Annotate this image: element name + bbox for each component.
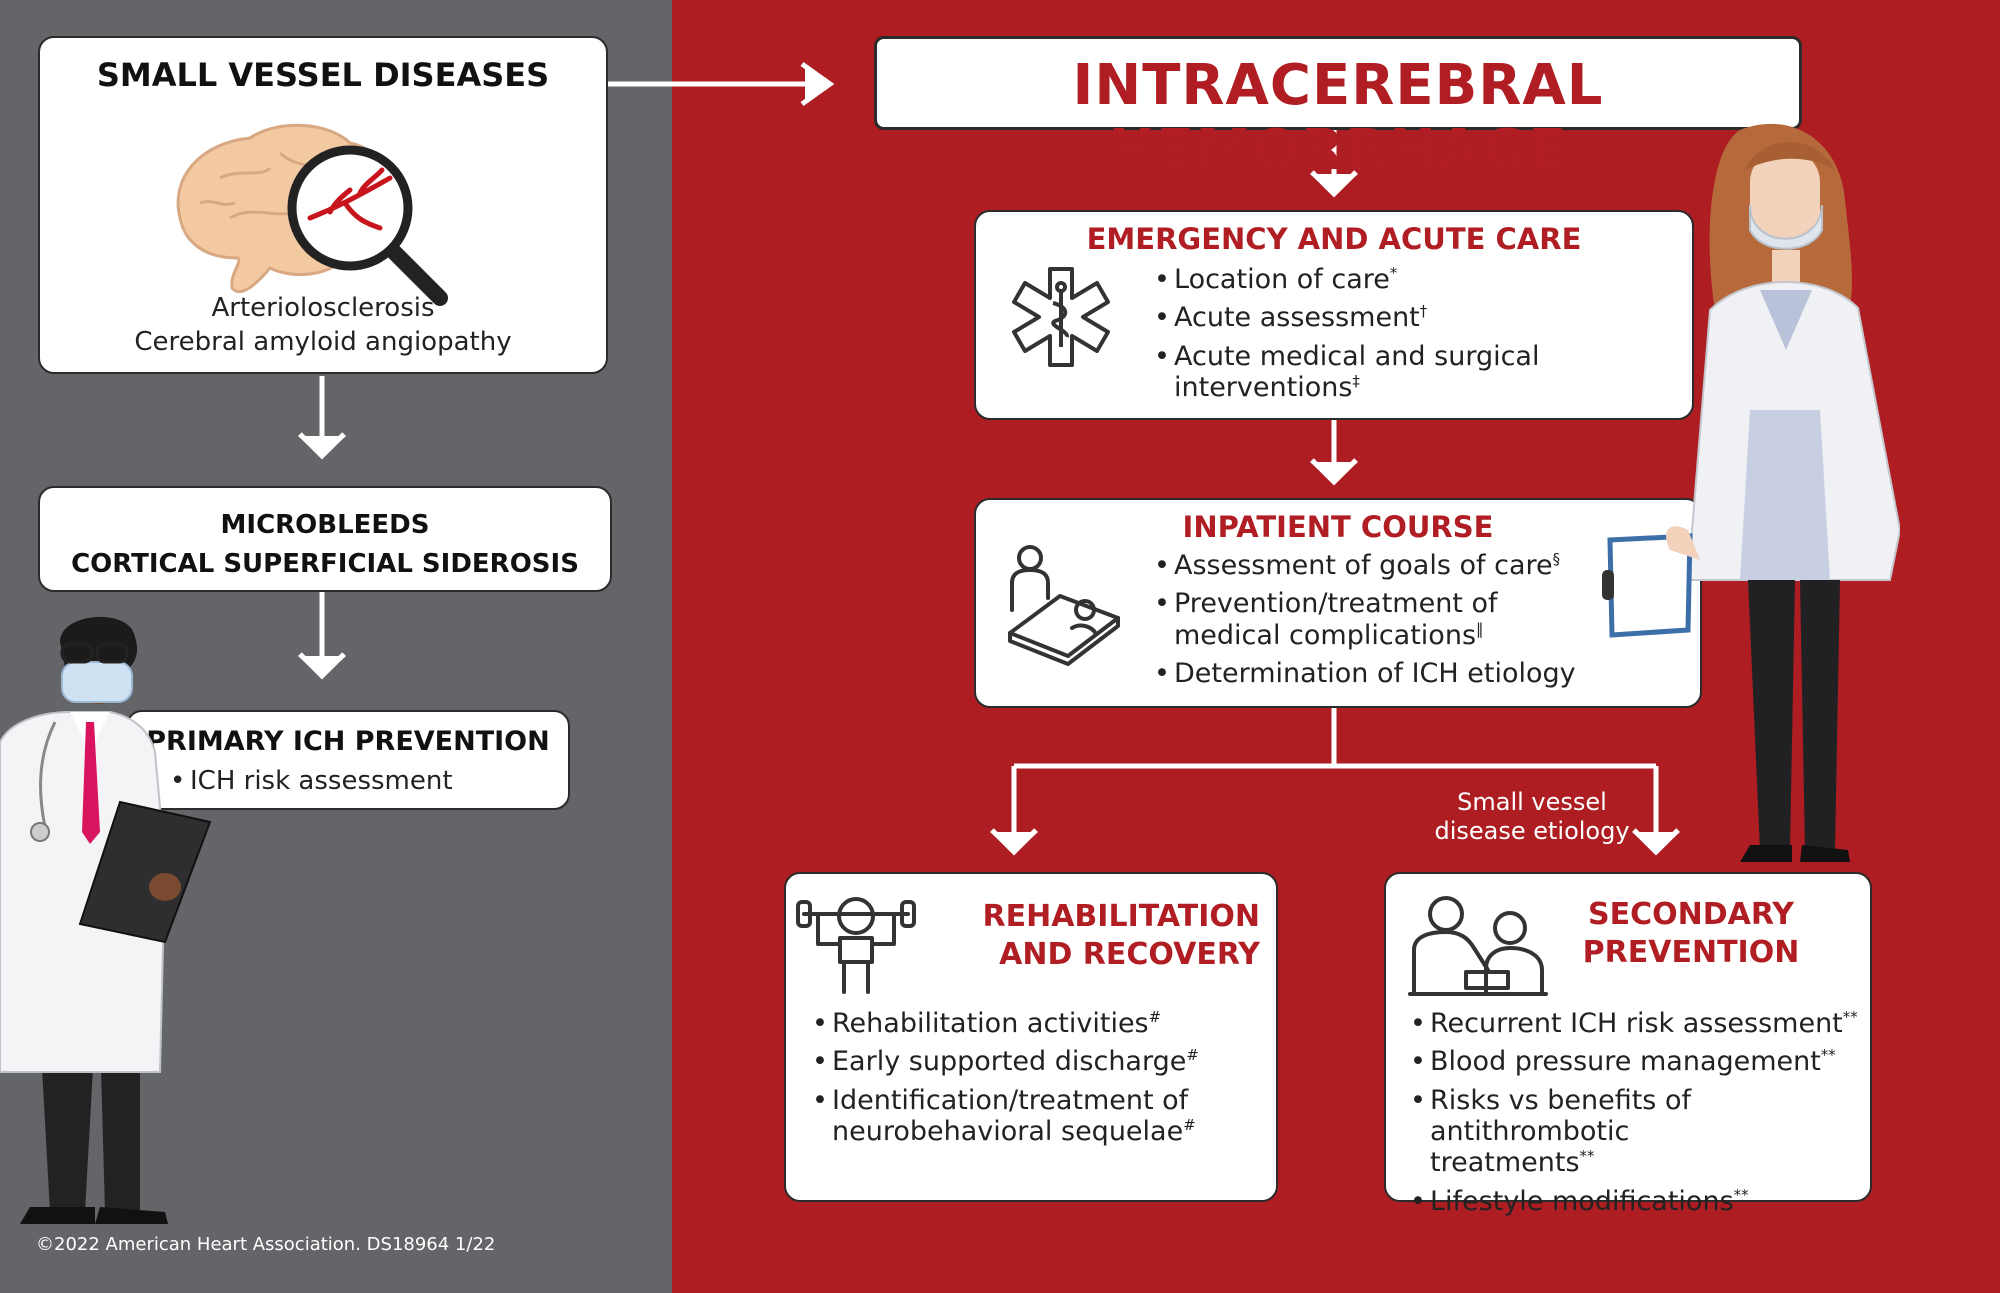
microbleeds-box: MICROBLEEDS CORTICAL SUPERFICIAL SIDEROS…	[38, 486, 612, 592]
brain-magnifier-illustration	[176, 123, 448, 306]
inpatient-box: INPATIENT COURSE Assessment of goals of …	[974, 498, 1702, 708]
microbleeds-line: MICROBLEEDS	[220, 510, 430, 540]
list-item: Identification/treatment of neurobehavio…	[812, 1085, 1252, 1148]
emergency-list: Location of care* Acute assessment† Acut…	[1154, 264, 1654, 403]
rehabilitation-title-line: REHABILITATION	[982, 899, 1261, 934]
list-item: Acute medical and surgical interventions…	[1154, 341, 1654, 404]
list-item: Lifestyle modifications**	[1410, 1186, 1860, 1218]
male-doctor-illustration	[0, 616, 212, 1224]
copyright-text: ©2022 American Heart Association. DS1896…	[36, 1234, 496, 1255]
magnifier-icon	[287, 145, 448, 306]
ich-title-box: INTRACEREBRAL HEMORRHAGE	[874, 36, 1802, 183]
rehabilitation-title: REHABILITATION AND RECOVERY	[906, 898, 1261, 973]
microbleeds-text: MICROBLEEDS CORTICAL SUPERFICIAL SIDEROS…	[40, 506, 610, 584]
secondary-prevention-box: SECONDARY PREVENTION Recurrent ICH risk …	[1384, 872, 1872, 1217]
emergency-title: EMERGENCY AND ACUTE CARE	[1086, 222, 1582, 256]
inpatient-title: INPATIENT COURSE	[1182, 510, 1494, 544]
arrowhead-right	[805, 64, 834, 104]
edge-label-line: Small vessel	[1457, 788, 1607, 816]
list-item: Early supported discharge#	[812, 1046, 1252, 1078]
subtype-caa: Cerebral amyloid angiopathy	[134, 326, 512, 357]
secondary-prevention-list: Recurrent ICH risk assessment** Blood pr…	[1410, 1008, 1860, 1217]
siderosis-line: CORTICAL SUPERFICIAL SIDEROSIS	[71, 549, 579, 579]
secondary-title-line: PREVENTION	[1582, 934, 1800, 970]
secondary-title-line: SECONDARY	[1587, 897, 1795, 932]
small-vessel-subtypes: Arteriolosclerosis Cerebral amyloid angi…	[40, 292, 606, 360]
emergency-box: EMERGENCY AND ACUTE CARE Location of car…	[974, 210, 1694, 420]
primary-prevention-box: PRIMARY ICH PREVENTION ICH risk assessme…	[126, 710, 570, 810]
edge-label-line: disease etiology	[1434, 816, 1630, 845]
list-item: Determination of ICH etiology	[1154, 658, 1674, 690]
primary-prevention-title: PRIMARY ICH PREVENTION	[146, 726, 550, 757]
list-item: Recurrent ICH risk assessment**	[1410, 1008, 1860, 1040]
list-item: Blood pressure management**	[1410, 1046, 1860, 1078]
list-item: Location of care*	[1154, 264, 1654, 296]
secondary-prevention-title: SECONDARY PREVENTION	[1536, 896, 1846, 971]
list-item: Acute assessment†	[1154, 302, 1654, 334]
ich-title: INTRACEREBRAL HEMORRHAGE	[1072, 53, 1604, 183]
small-vessel-diseases-box: SMALL VESSEL DISEASES Arteriolosclerosis…	[38, 36, 608, 374]
list-item: ICH risk assessment	[170, 766, 453, 796]
list-item: Prevention/treatment of medical complica…	[1154, 588, 1534, 651]
star-of-life-icon	[1012, 267, 1110, 367]
subtype-arteriolosclerosis: Arteriolosclerosis	[211, 293, 435, 323]
hospital-bed-icon	[1008, 545, 1120, 666]
inpatient-list: Assessment of goals of care§ Prevention/…	[1154, 550, 1674, 690]
small-vessel-title: SMALL VESSEL DISEASES	[96, 56, 550, 94]
rehabilitation-title-line: AND RECOVERY	[999, 936, 1260, 972]
arrowhead-down	[298, 436, 346, 458]
list-item: Risks vs benefits of antithrombotic trea…	[1410, 1085, 1750, 1179]
primary-prevention-list: ICH risk assessment	[170, 766, 453, 796]
doctor-patient-icon	[1408, 896, 1548, 996]
weightlifter-icon	[796, 897, 916, 994]
rehabilitation-box: REHABILITATION AND RECOVERY Rehabilitati…	[784, 872, 1278, 1202]
rehabilitation-list: Rehabilitation activities# Early support…	[812, 1008, 1252, 1147]
female-doctor-illustration	[1602, 123, 1900, 862]
list-item: Rehabilitation activities#	[812, 1008, 1252, 1040]
edge-label-small-vessel: Small vessel disease etiology	[1422, 788, 1642, 846]
list-item: Assessment of goals of care§	[1154, 550, 1674, 582]
